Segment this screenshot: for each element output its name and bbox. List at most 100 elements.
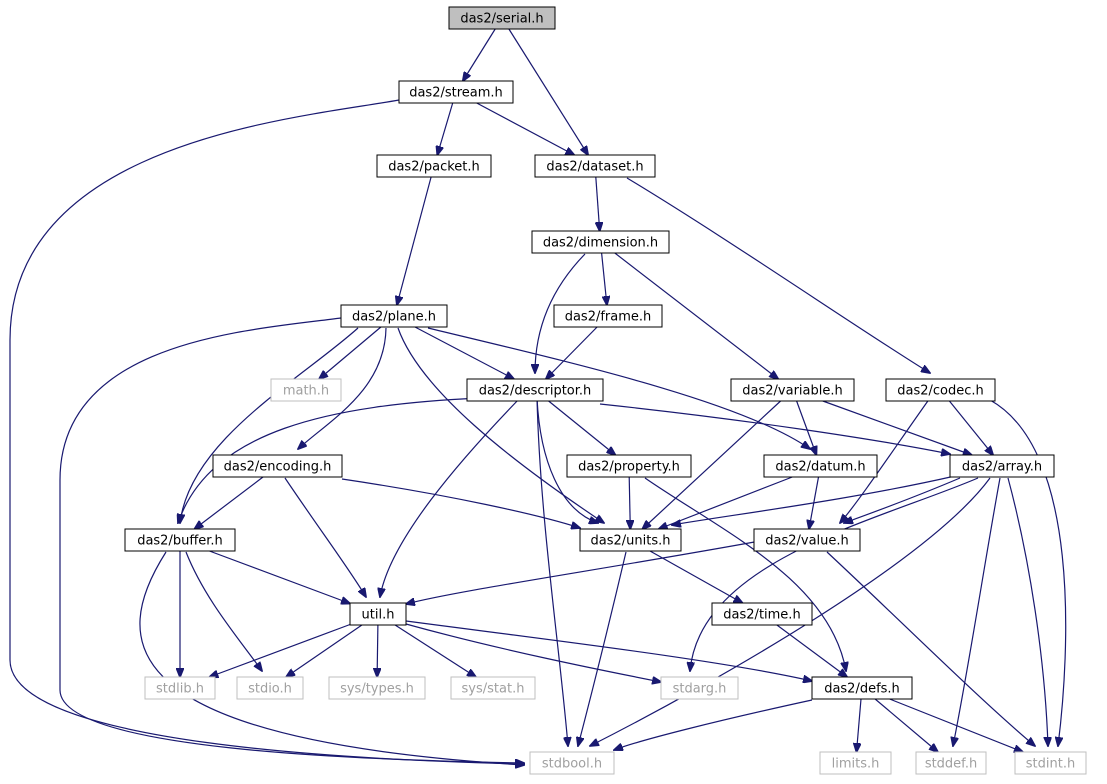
edge-stream-to-dataset xyxy=(476,102,575,155)
node-defs[interactable]: das2/defs.h xyxy=(811,676,913,700)
edge-buffer-to-util xyxy=(209,550,350,604)
node-array[interactable]: das2/array.h xyxy=(949,454,1055,478)
edge-plane-to-math xyxy=(319,326,382,379)
node-box-stdarg xyxy=(660,676,739,700)
node-serial[interactable]: das2/serial.h xyxy=(448,6,556,30)
node-label-stddef: stddef.h xyxy=(925,757,977,772)
node-dimension[interactable]: das2/dimension.h xyxy=(531,230,670,254)
node-label-datum: das2/datum.h xyxy=(775,460,865,475)
node-box-stdio xyxy=(236,676,304,700)
edge-codec-to-array xyxy=(948,400,993,455)
edge-dataset-to-codec xyxy=(626,177,930,373)
node-units[interactable]: das2/units.h xyxy=(579,528,682,552)
node-label-dataset: das2/dataset.h xyxy=(546,160,643,175)
node-property[interactable]: das2/property.h xyxy=(566,454,692,478)
node-dataset[interactable]: das2/dataset.h xyxy=(534,154,656,178)
node-stdarg: stdarg.h xyxy=(660,676,739,700)
node-systypes: sys/types.h xyxy=(328,676,426,700)
edge-array-to-value xyxy=(844,477,961,523)
edge-layer xyxy=(9,28,1067,765)
node-box-time xyxy=(711,602,813,626)
node-plane[interactable]: das2/plane.h xyxy=(340,304,448,328)
node-codec[interactable]: das2/codec.h xyxy=(885,378,996,402)
edge-dimension-to-descriptor xyxy=(535,253,586,373)
node-label-units: das2/units.h xyxy=(591,534,671,549)
edge-util-to-systypes xyxy=(377,624,378,677)
edge-array-to-stdint xyxy=(1007,477,1048,746)
node-box-array xyxy=(949,454,1055,478)
node-box-encoding xyxy=(212,454,343,478)
node-label-buffer: das2/buffer.h xyxy=(137,534,223,549)
edge-array-to-stddef xyxy=(953,477,1001,746)
node-datum[interactable]: das2/datum.h xyxy=(763,454,878,478)
node-label-stdlib: stdlib.h xyxy=(156,682,204,697)
node-box-variable xyxy=(730,378,855,402)
node-box-stddef xyxy=(915,751,987,775)
node-util[interactable]: util.h xyxy=(349,602,407,626)
edge-variable-to-units xyxy=(642,400,782,529)
node-limits: limits.h xyxy=(819,751,892,775)
edge-codec-to-stdint xyxy=(989,399,1067,746)
node-label-property: das2/property.h xyxy=(578,460,680,475)
edge-array-to-stdbool xyxy=(590,477,991,746)
node-box-util xyxy=(349,602,407,626)
node-buffer[interactable]: das2/buffer.h xyxy=(124,528,236,552)
edge-defs-to-stddef xyxy=(874,698,938,752)
edge-dataset-to-dimension xyxy=(596,176,600,231)
edge-buffer-to-stdio xyxy=(185,551,262,671)
edge-plane-to-units xyxy=(397,327,604,523)
edge-packet-to-plane xyxy=(397,176,432,305)
node-variable[interactable]: das2/variable.h xyxy=(730,378,855,402)
edge-stream-to-stdbool xyxy=(9,99,524,764)
node-value[interactable]: das2/value.h xyxy=(753,528,861,552)
node-label-variable: das2/variable.h xyxy=(742,384,842,399)
edge-units-to-time xyxy=(649,550,743,603)
edge-value-to-util xyxy=(406,540,761,604)
node-box-defs xyxy=(811,676,913,700)
edge-time-to-defs xyxy=(776,624,847,677)
edge-defs-to-stdint xyxy=(889,698,1023,752)
node-box-codec xyxy=(885,378,996,402)
node-box-datum xyxy=(763,454,878,478)
edge-defs-to-stdbool xyxy=(614,699,813,750)
node-box-dataset xyxy=(534,154,656,178)
node-box-systypes xyxy=(328,676,426,700)
node-time[interactable]: das2/time.h xyxy=(711,602,813,626)
edge-plane-to-descriptor xyxy=(414,326,514,379)
node-stdint: stdint.h xyxy=(1014,751,1087,775)
node-label-dimension: das2/dimension.h xyxy=(543,236,658,251)
node-stream[interactable]: das2/stream.h xyxy=(398,80,514,104)
node-packet[interactable]: das2/packet.h xyxy=(376,154,492,178)
edge-descriptor-to-util xyxy=(380,397,521,597)
node-label-time: das2/time.h xyxy=(723,608,800,623)
node-label-defs: das2/defs.h xyxy=(824,682,900,697)
node-label-plane: das2/plane.h xyxy=(352,310,436,325)
node-label-frame: das2/frame.h xyxy=(565,310,652,325)
node-math: math.h xyxy=(270,378,342,402)
node-label-sysstat: sys/stat.h xyxy=(462,682,525,697)
node-label-stdint: stdint.h xyxy=(1026,757,1075,772)
edge-plane-to-stdbool xyxy=(59,317,524,763)
edge-property-to-units xyxy=(629,476,630,529)
edge-frame-to-descriptor xyxy=(546,326,598,379)
node-box-stdlib xyxy=(144,676,216,700)
edge-descriptor-to-property xyxy=(548,400,616,455)
node-frame[interactable]: das2/frame.h xyxy=(553,304,663,328)
edge-descriptor-to-array xyxy=(599,403,950,454)
node-box-frame xyxy=(553,304,663,328)
edge-dimension-to-variable xyxy=(614,252,778,379)
node-label-encoding: das2/encoding.h xyxy=(224,460,332,475)
node-stdbool: stdbool.h xyxy=(529,751,615,775)
node-box-stdint xyxy=(1014,751,1087,775)
node-encoding[interactable]: das2/encoding.h xyxy=(212,454,343,478)
edge-util-to-defs xyxy=(405,620,812,681)
node-label-systypes: sys/types.h xyxy=(340,682,414,697)
node-label-packet: das2/packet.h xyxy=(388,160,480,175)
edge-variable-to-array xyxy=(822,400,972,455)
edge-encoding-to-units xyxy=(341,478,580,528)
edge-buffer-to-stdbool xyxy=(139,551,524,765)
edge-stream-to-packet xyxy=(437,102,454,155)
node-descriptor[interactable]: das2/descriptor.h xyxy=(466,378,604,402)
edge-defs-to-limits xyxy=(857,698,862,752)
